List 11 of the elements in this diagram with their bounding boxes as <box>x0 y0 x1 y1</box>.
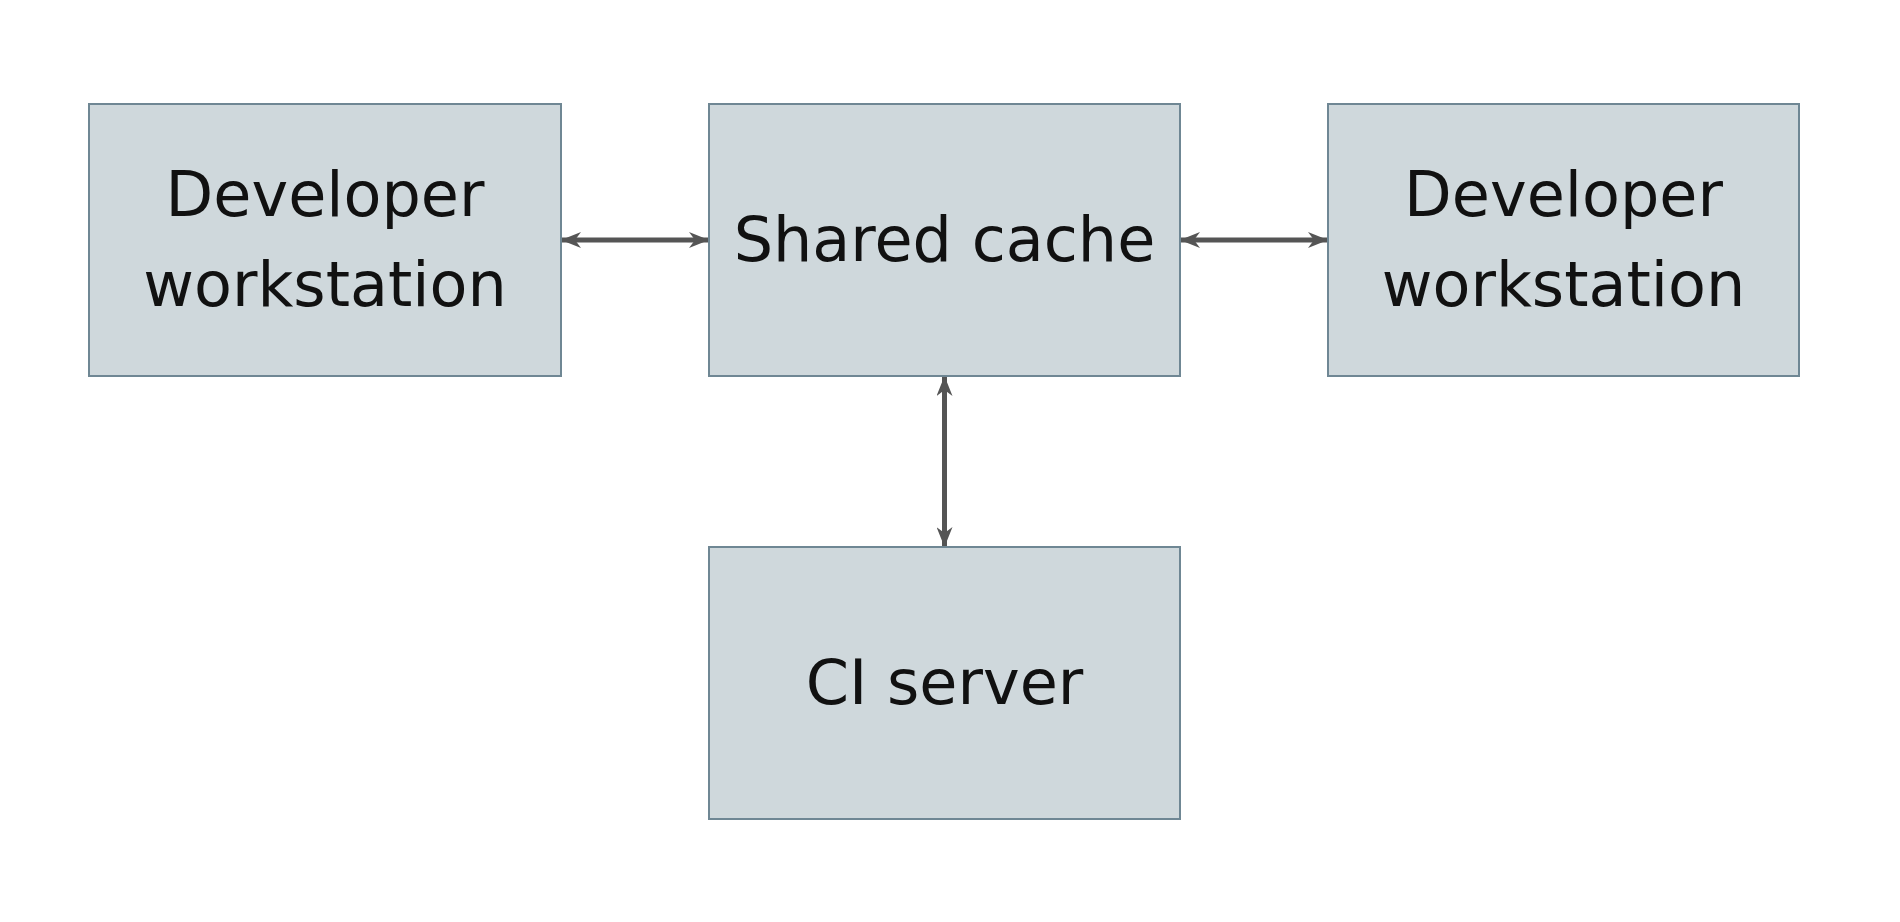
node-label: CI server <box>804 645 1085 722</box>
double-arrow <box>1180 232 1328 248</box>
process-box <box>1327 103 1800 377</box>
double-arrow <box>936 376 953 547</box>
node-label: Developer workstation <box>142 157 508 323</box>
process-box <box>708 546 1181 820</box>
node-label: Developer workstation <box>1380 157 1747 323</box>
process-box <box>708 103 1181 377</box>
double-arrow <box>561 232 709 248</box>
process-box <box>88 103 562 377</box>
node-label: Shared cache <box>732 202 1157 279</box>
